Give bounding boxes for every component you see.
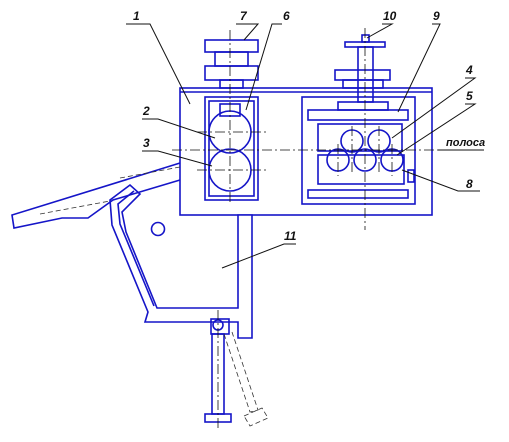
screw-nut-10 xyxy=(342,79,384,89)
main-housing xyxy=(179,87,433,216)
right-unit-base xyxy=(307,189,409,199)
leader-9 xyxy=(397,23,441,113)
bracket-11 xyxy=(109,183,253,339)
screw-body-7 xyxy=(214,51,249,67)
screw-cap-9 xyxy=(337,101,389,111)
screw-nut-7 xyxy=(204,65,259,81)
screw-flange-10 xyxy=(334,69,391,81)
leader-2 xyxy=(142,118,216,139)
roller-lock xyxy=(407,169,415,183)
screw-stem-10 xyxy=(357,46,374,103)
screw-head-7 xyxy=(204,39,259,53)
input-guide-dash-2 xyxy=(39,200,111,215)
leader-4 xyxy=(391,77,477,139)
screw-top-10 xyxy=(361,34,370,43)
callout-6: 6 xyxy=(283,9,290,23)
callout-3: 3 xyxy=(143,136,150,150)
callout-1: 1 xyxy=(133,9,140,23)
leader-5 xyxy=(396,103,477,156)
callout-4: 4 xyxy=(465,63,473,77)
input-guide xyxy=(11,162,181,229)
right-unit-cover xyxy=(307,109,409,121)
leader-6 xyxy=(245,23,282,111)
callout-9: 9 xyxy=(433,9,440,23)
strip-label: полоса xyxy=(446,137,485,149)
leader-11 xyxy=(221,243,296,269)
callout-7: 7 xyxy=(240,9,248,23)
input-guide-dash-1 xyxy=(119,166,181,179)
callout-11: 11 xyxy=(284,229,297,243)
leader-1 xyxy=(126,23,191,105)
callout-10: 10 xyxy=(383,9,397,23)
left-roll-frame xyxy=(204,96,259,201)
leader-8 xyxy=(401,169,480,192)
screw-stem-7 xyxy=(219,79,244,89)
bracket-hole xyxy=(150,221,166,237)
leader-7 xyxy=(236,23,260,41)
callout-2: 2 xyxy=(142,104,150,118)
leader-10 xyxy=(366,23,394,39)
support-leg-swung xyxy=(223,331,269,427)
leader-3 xyxy=(142,150,213,167)
bracket-11-inner xyxy=(117,190,155,307)
left-roll-frame-inner xyxy=(208,100,255,197)
lower-roller-cassette-8 xyxy=(317,154,405,185)
callout-5: 5 xyxy=(466,89,473,103)
callout-8: 8 xyxy=(466,177,473,191)
